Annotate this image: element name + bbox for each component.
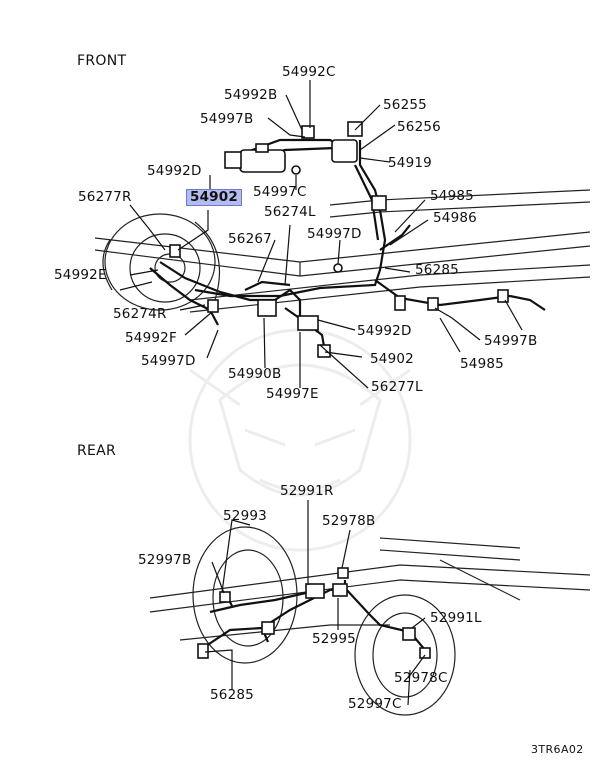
part-label-54986[interactable]: 54986 xyxy=(433,210,477,226)
part-label-54997e[interactable]: 54997E xyxy=(266,386,319,402)
section-front-label: FRONT xyxy=(77,53,127,69)
rear-components xyxy=(197,567,431,659)
part-label-54902-highlighted[interactable]: 54902 xyxy=(186,189,242,206)
part-label-54992b[interactable]: 54992B xyxy=(224,87,278,103)
part-label-54992f[interactable]: 54992F xyxy=(125,330,177,346)
part-label-52993[interactable]: 52993 xyxy=(223,508,267,524)
part-label-56285-rear[interactable]: 56285 xyxy=(210,687,254,703)
part-label-56285-front[interactable]: 56285 xyxy=(415,262,459,278)
part-label-56256[interactable]: 56256 xyxy=(397,119,441,135)
part-label-54985-top[interactable]: 54985 xyxy=(430,188,474,204)
section-rear-label: REAR xyxy=(77,443,117,459)
part-label-52991l[interactable]: 52991L xyxy=(430,610,482,626)
part-label-56277r[interactable]: 56277R xyxy=(78,189,132,205)
part-label-54997b-top[interactable]: 54997B xyxy=(200,111,254,127)
part-label-52978c[interactable]: 52978C xyxy=(394,670,448,686)
part-label-52978b[interactable]: 52978B xyxy=(322,513,376,529)
figure-code: 3TR6A02 xyxy=(531,743,584,756)
part-label-54997d-low[interactable]: 54997D xyxy=(141,353,196,369)
part-label-56274l[interactable]: 56274L xyxy=(264,204,316,220)
part-label-54997b-right[interactable]: 54997B xyxy=(484,333,538,349)
rear-frame xyxy=(149,537,591,641)
part-label-54997c[interactable]: 54997C xyxy=(253,184,307,200)
part-label-52997c[interactable]: 52997C xyxy=(348,696,402,712)
part-label-54992c[interactable]: 54992C xyxy=(282,64,336,80)
front-brake-lines xyxy=(149,138,546,353)
part-label-56277l[interactable]: 56277L xyxy=(371,379,423,395)
part-label-54997d-mid[interactable]: 54997D xyxy=(307,226,362,242)
part-label-56274r[interactable]: 56274R xyxy=(113,306,167,322)
part-label-54990b[interactable]: 54990B xyxy=(228,366,282,382)
rear-leaders xyxy=(204,500,426,706)
part-label-56255[interactable]: 56255 xyxy=(383,97,427,113)
part-label-52991r[interactable]: 52991R xyxy=(280,483,334,499)
part-label-52997b[interactable]: 52997B xyxy=(138,552,192,568)
part-label-52995[interactable]: 52995 xyxy=(312,631,356,647)
part-label-54919[interactable]: 54919 xyxy=(388,155,432,171)
front-components xyxy=(169,121,509,358)
part-label-54992e[interactable]: 54992E xyxy=(54,267,107,283)
front-leaders xyxy=(119,80,523,389)
part-label-54992d-left[interactable]: 54992D xyxy=(147,163,202,179)
part-label-54902-lower[interactable]: 54902 xyxy=(370,351,414,367)
part-label-56267[interactable]: 56267 xyxy=(228,231,272,247)
part-label-54992d-right[interactable]: 54992D xyxy=(357,323,412,339)
part-label-54985-lower[interactable]: 54985 xyxy=(460,356,504,372)
